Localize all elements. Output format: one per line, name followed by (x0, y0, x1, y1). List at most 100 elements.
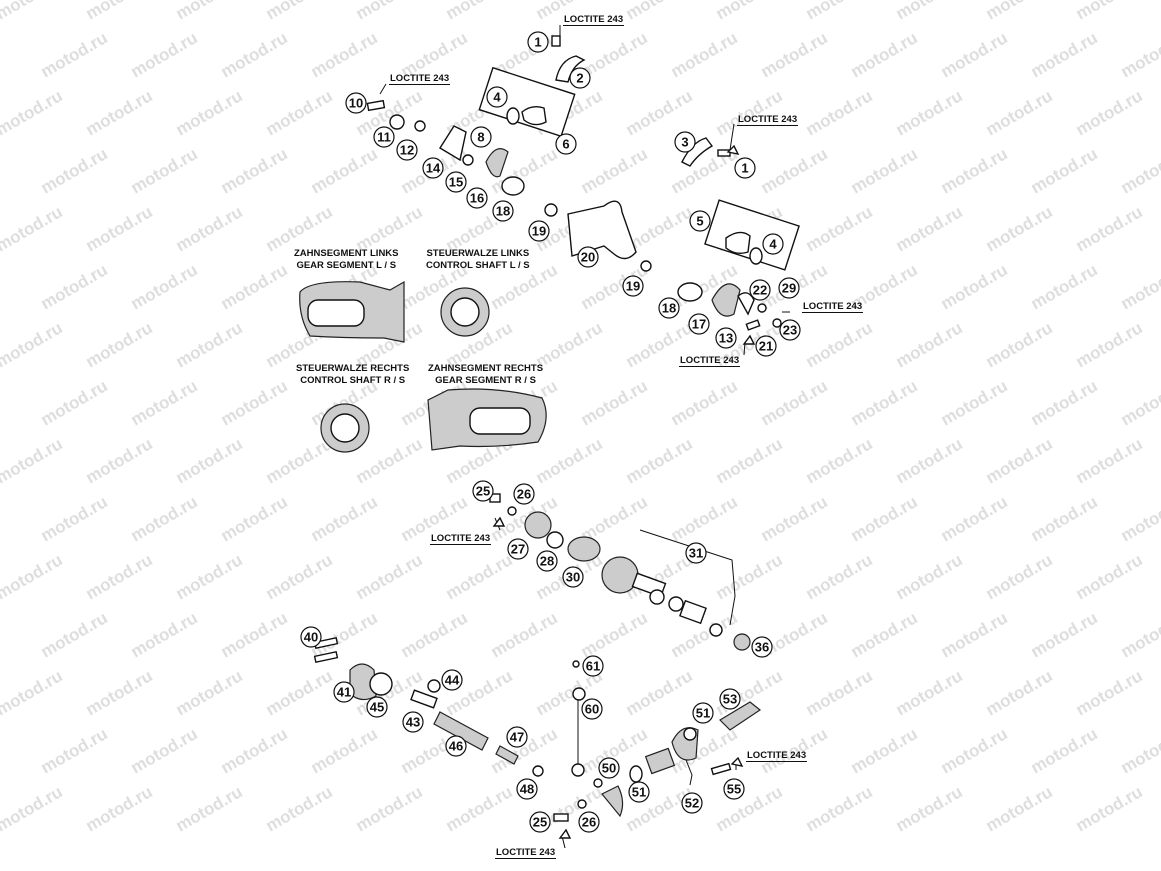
callout-number: 5 (696, 214, 703, 229)
watermark-text: motod.ru (1028, 28, 1101, 81)
watermark-text: motod.ru (1118, 260, 1161, 313)
callout-47: 47 (506, 726, 528, 748)
watermark-text: motod.ru (533, 434, 606, 487)
callout-number: 19 (532, 224, 546, 239)
watermark-text: motod.ru (353, 550, 426, 603)
watermark-text: motod.ru (938, 376, 1011, 429)
callout-number: 13 (719, 331, 733, 346)
watermark-text: motod.ru (1073, 0, 1146, 23)
watermark-text: motod.ru (803, 86, 876, 139)
callout-17: 17 (688, 313, 710, 335)
watermark-text: motod.ru (83, 86, 156, 139)
watermark-text: motod.ru (893, 550, 966, 603)
watermark-text: motod.ru (983, 666, 1056, 719)
callout-circle (751, 636, 773, 658)
watermark-text: motod.ru (128, 724, 201, 777)
watermark-text: motod.ru (623, 666, 696, 719)
callout-number: 30 (566, 570, 580, 585)
callout-5: 5 (689, 210, 711, 232)
watermark-text: motod.ru (218, 144, 291, 197)
watermark-text: motod.ru (803, 666, 876, 719)
watermark-text: motod.ru (308, 144, 381, 197)
callout-circle (445, 171, 467, 193)
callout-number: 45 (370, 700, 384, 715)
callout-circle (441, 669, 463, 691)
watermark-text: motod.ru (758, 492, 831, 545)
watermark-text: motod.ru (83, 202, 156, 255)
callout-12: 12 (396, 139, 418, 161)
callout-circle (366, 696, 388, 718)
watermark-text: motod.ru (1028, 260, 1101, 313)
callout-number: 10 (349, 96, 363, 111)
callout-41: 41 (333, 681, 355, 703)
watermark-text: motod.ru (128, 608, 201, 661)
watermark-text: motod.ru (938, 724, 1011, 777)
watermark-text: motod.ru (623, 0, 696, 23)
callout-51: 51 (628, 781, 650, 803)
callout-circle (685, 542, 707, 564)
callout-circle (578, 811, 600, 833)
callout-circle (755, 335, 777, 357)
watermark-text: motod.ru (0, 318, 66, 371)
callout-20: 20 (577, 246, 599, 268)
watermark-text: motod.ru (0, 202, 66, 255)
callout-circle (466, 187, 488, 209)
watermark-text: motod.ru (893, 434, 966, 487)
callout-44: 44 (441, 669, 463, 691)
watermark-text: motod.ru (218, 376, 291, 429)
callout-14: 14 (422, 157, 444, 179)
callout-number: 1 (741, 161, 748, 176)
callout-number: 17 (692, 317, 706, 332)
watermark-text: motod.ru (218, 608, 291, 661)
watermark-text: motod.ru (83, 318, 156, 371)
watermark-text: motod.ru (1073, 782, 1146, 835)
watermark-text: motod.ru (848, 492, 921, 545)
callout-circle (719, 688, 741, 710)
callout-number: 12 (400, 143, 414, 158)
watermark-text: motod.ru (758, 376, 831, 429)
callout-number: 15 (449, 175, 463, 190)
callout-19: 19 (622, 275, 644, 297)
callout-number: 31 (689, 546, 703, 561)
callout-circle (402, 711, 424, 733)
callout-13: 13 (715, 327, 737, 349)
callout-number: 14 (426, 161, 441, 176)
callout-number: 23 (783, 323, 797, 338)
watermark-text: motod.ru (1028, 376, 1101, 429)
callout-circle (569, 67, 591, 89)
callout-number: 40 (304, 630, 318, 645)
callout-number: 21 (759, 339, 773, 354)
watermark-text: motod.ru (0, 550, 66, 603)
callout-40: 40 (300, 626, 322, 648)
loctite-label: LOCTITE 243 (679, 355, 741, 367)
watermark-text: motod.ru (173, 0, 246, 23)
watermark-text: motod.ru (578, 608, 651, 661)
watermark-text: motod.ru (1028, 608, 1101, 661)
callout-circle (598, 757, 620, 779)
watermark-text: motod.ru (1073, 434, 1146, 487)
watermark-text: motod.ru (1028, 492, 1101, 545)
callout-number: 27 (511, 542, 525, 557)
callout-number: 18 (496, 204, 510, 219)
watermark-text: motod.ru (173, 550, 246, 603)
callout-43: 43 (402, 711, 424, 733)
callout-circle (445, 735, 467, 757)
callout-circle (581, 698, 603, 720)
callout-circle (516, 778, 538, 800)
watermark-text: motod.ru (83, 434, 156, 487)
watermark-text: motod.ru (893, 86, 966, 139)
callout-51: 51 (692, 702, 714, 724)
callout-30: 30 (562, 566, 584, 588)
watermark-text: motod.ru (1073, 202, 1146, 255)
callout-25: 25 (529, 811, 551, 833)
watermark-text: motod.ru (848, 608, 921, 661)
watermark-text: motod.ru (713, 0, 786, 23)
watermark-text: motod.ru (803, 434, 876, 487)
callout-circle (723, 778, 745, 800)
watermark-text: motod.ru (173, 318, 246, 371)
watermark-text: motod.ru (983, 0, 1056, 23)
watermark-text: motod.ru (263, 666, 336, 719)
